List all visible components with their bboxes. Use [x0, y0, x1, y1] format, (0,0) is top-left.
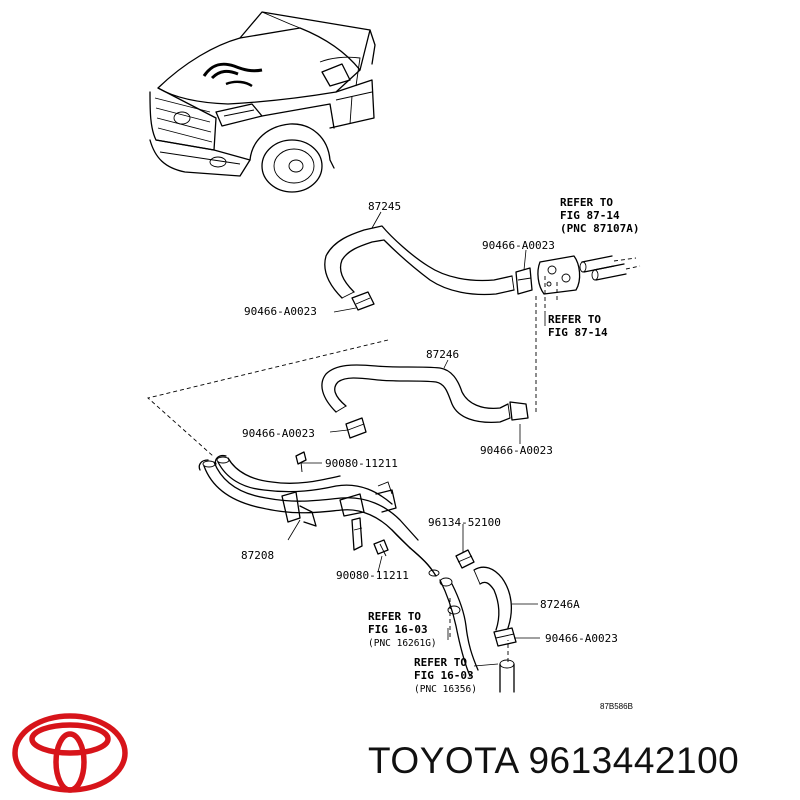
label-87246a: 87246A [540, 598, 580, 611]
label-clamp: 90466-A0023 [545, 632, 618, 645]
part-number: 9613442100 [528, 740, 740, 781]
label-clamp: 90466-A0023 [480, 444, 553, 457]
label-clamp: 90466-A0023 [482, 239, 555, 252]
heater-pipe-icon [579, 255, 641, 281]
refer-line: FIG 16-03 [414, 669, 474, 682]
refer-line: REFER TO [548, 313, 601, 326]
brand-name: TOYOTA [368, 740, 518, 781]
refer-line: FIG 87-14 [560, 209, 620, 222]
label-87246: 87246 [426, 348, 459, 361]
refer-line: REFER TO [560, 196, 613, 209]
refer-line: FIG 16-03 [368, 623, 428, 636]
hose-87246 [321, 364, 511, 424]
refer-line: (PNC 16356) [414, 684, 477, 695]
refer-line: (PNC 87107A) [560, 222, 639, 235]
clamp-icon [509, 401, 529, 421]
refer-note-mid-right: REFER TO FIG 87-14 [548, 313, 608, 339]
label-clamp: 90466-A0023 [244, 305, 317, 318]
bolt-icon [295, 451, 307, 473]
label-clip: 96134-52100 [428, 516, 501, 529]
toyota-logo-icon [12, 713, 128, 793]
clamp-icon [351, 291, 375, 311]
refer-note-top-right: REFER TO FIG 87-14 (PNC 87107A) [560, 196, 639, 235]
label-clamp: 90466-A0023 [242, 427, 315, 440]
drawing-code: 87B586B [600, 702, 633, 711]
clip-icon [455, 549, 475, 569]
refer-line: REFER TO [414, 656, 467, 669]
pipe-to-engine [499, 659, 515, 693]
refer-line: REFER TO [368, 610, 421, 623]
clamp-icon [345, 417, 367, 439]
clamp-icon [493, 627, 517, 647]
refer-line: FIG 87-14 [548, 326, 608, 339]
label-87208: 87208 [241, 549, 274, 562]
leader-lines [287, 211, 546, 667]
refer-note-bottom-2: REFER TO FIG 16-03 (PNC 16356) [414, 656, 477, 695]
vehicle-illustration [149, 11, 376, 193]
label-bolt: 90080-11211 [325, 457, 398, 470]
hose-87246a [473, 566, 513, 631]
label-bolt: 90080-11211 [336, 569, 409, 582]
hose-to-engine [439, 577, 479, 677]
brand-caption: TOYOTA 9613442100 [368, 740, 739, 782]
part-labels: 87245 90466-A0023 90466-A0023 87246 9046… [241, 196, 639, 711]
bolt-icon [373, 539, 389, 557]
refer-line: (PNC 16261G) [368, 638, 437, 649]
hose-87245 [324, 225, 515, 299]
refer-note-bottom-1: REFER TO FIG 16-03 (PNC 16261G) [368, 610, 437, 649]
gasket-icon [537, 255, 581, 295]
clamp-icon [515, 267, 533, 295]
label-87245: 87245 [368, 200, 401, 213]
pipe-assembly-87208 [198, 454, 440, 577]
